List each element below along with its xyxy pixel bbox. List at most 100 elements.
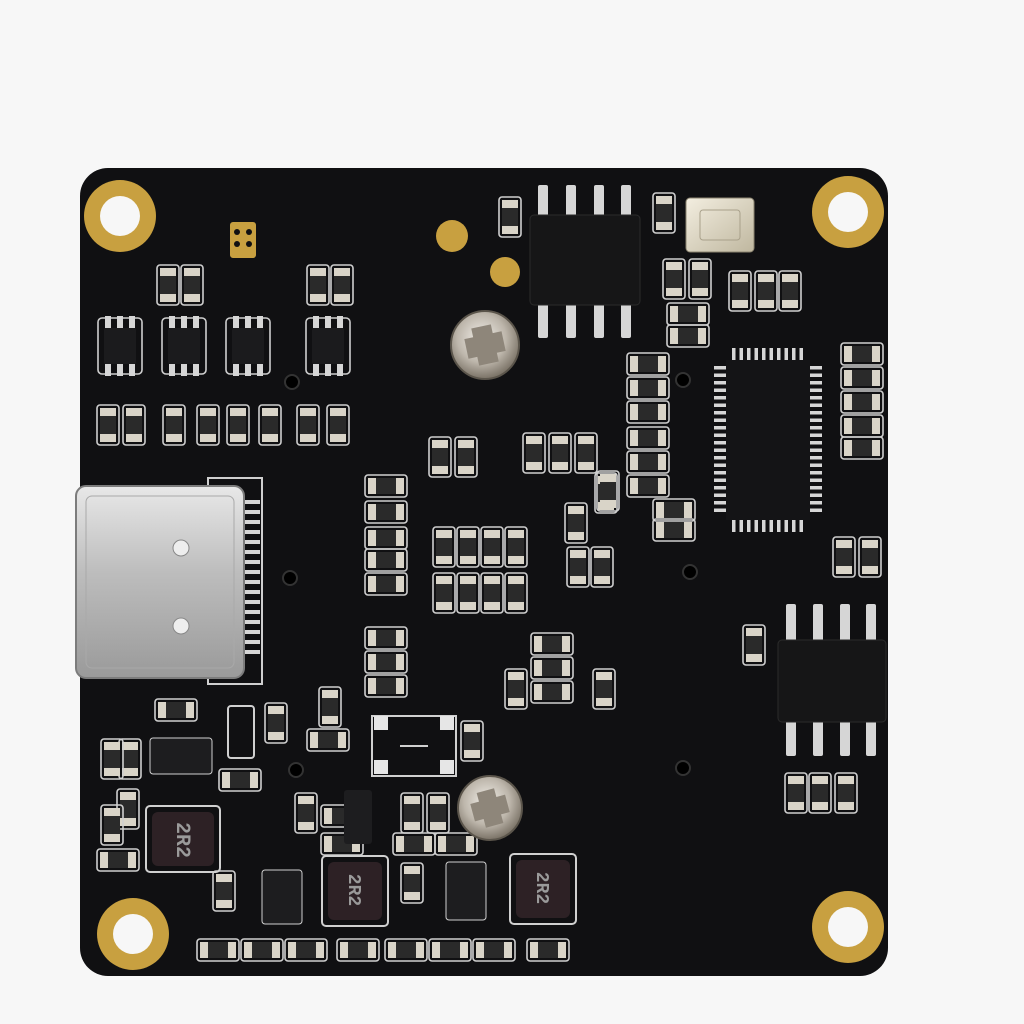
passive-component <box>778 270 802 312</box>
passive-component <box>498 196 522 238</box>
mounting-holes <box>84 176 884 970</box>
inductor-left: 2R2 <box>145 805 221 873</box>
passive-component <box>384 938 428 962</box>
passive-component <box>564 502 588 544</box>
passive-component <box>566 546 590 588</box>
usb-c-connector <box>75 477 263 685</box>
passive-component <box>626 426 670 450</box>
passive-component <box>196 938 240 962</box>
passive-component <box>666 324 710 348</box>
qfp-chip <box>714 348 822 532</box>
passive-component <box>456 526 480 568</box>
passive-component <box>296 404 320 446</box>
passive-component <box>294 792 318 834</box>
passive-component <box>212 870 236 912</box>
passive-component <box>808 772 832 814</box>
passive-component <box>218 768 262 792</box>
passive-component <box>626 474 670 498</box>
inductor-right: 2R2 <box>509 853 577 925</box>
passive-component <box>96 848 140 872</box>
passive-component <box>652 192 676 234</box>
passive-component <box>592 668 616 710</box>
passive-component <box>840 390 884 414</box>
passive-component <box>652 518 696 542</box>
sot-transistor <box>225 316 271 376</box>
passive-component <box>530 656 574 680</box>
sot-transistor <box>305 316 351 376</box>
passive-component <box>364 572 408 596</box>
passive-component <box>154 698 198 722</box>
passive-component <box>364 650 408 674</box>
passive-component <box>662 258 686 300</box>
passive-component <box>364 526 408 550</box>
passive-component <box>840 366 884 390</box>
passive-component <box>264 702 288 744</box>
passive-component <box>400 792 424 834</box>
crystal-oscillator <box>685 197 755 253</box>
passive-component <box>306 264 330 306</box>
passive-component <box>116 788 140 830</box>
passive-component <box>364 626 408 650</box>
sot-transistors <box>97 316 351 376</box>
passive-component <box>832 536 856 578</box>
passive-component <box>626 352 670 376</box>
passive-component <box>834 772 858 814</box>
passive-component <box>840 436 884 460</box>
empty-footprint <box>371 715 457 777</box>
vias <box>282 372 698 778</box>
passive-component <box>548 432 572 474</box>
passive-component <box>754 270 778 312</box>
passive-component <box>364 474 408 498</box>
screw-top <box>450 310 520 380</box>
passive-component <box>840 342 884 366</box>
passive-component <box>258 404 282 446</box>
passive-component <box>180 264 204 306</box>
passive-component <box>100 804 124 846</box>
passive-component <box>434 832 478 856</box>
passive-component <box>318 686 342 728</box>
passive-component <box>688 258 712 300</box>
screw-bottom <box>457 775 523 841</box>
passive-component <box>522 432 546 474</box>
inductor-center-marking: 2R2 <box>343 874 363 906</box>
passive-component <box>460 720 484 762</box>
sot-transistor <box>161 316 207 376</box>
passive-component <box>574 432 598 474</box>
passive-component <box>100 738 124 780</box>
passive-component <box>426 792 450 834</box>
passive-component <box>432 572 456 614</box>
soic-chip-top <box>529 185 641 338</box>
passive-component <box>728 270 752 312</box>
passive-component <box>666 302 710 326</box>
regulators-bottom <box>149 705 487 925</box>
passive-component <box>306 728 350 752</box>
passive-component <box>122 404 146 446</box>
passive-component <box>784 772 808 814</box>
passive-component <box>596 470 620 512</box>
passive-component <box>652 498 696 522</box>
passive-components <box>96 192 884 962</box>
passive-component <box>526 938 570 962</box>
sot-transistor <box>97 316 143 376</box>
passive-component <box>364 548 408 572</box>
passive-component <box>326 404 350 446</box>
passive-component <box>480 526 504 568</box>
passive-component <box>530 680 574 704</box>
passive-component <box>504 526 528 568</box>
inductor-left-marking: 2R2 <box>170 822 193 858</box>
passive-component <box>858 536 882 578</box>
passive-component <box>626 450 670 474</box>
passive-component <box>626 376 670 400</box>
passive-component <box>590 546 614 588</box>
inductor-center: 2R2 <box>321 855 389 927</box>
passive-component <box>504 668 528 710</box>
passive-component <box>530 632 574 656</box>
passive-component <box>240 938 284 962</box>
passive-component <box>472 938 516 962</box>
passive-component <box>196 404 220 446</box>
passive-component <box>364 500 408 524</box>
passive-component <box>428 938 472 962</box>
passive-component <box>504 572 528 614</box>
inductor-right-marking: 2R2 <box>531 872 551 904</box>
